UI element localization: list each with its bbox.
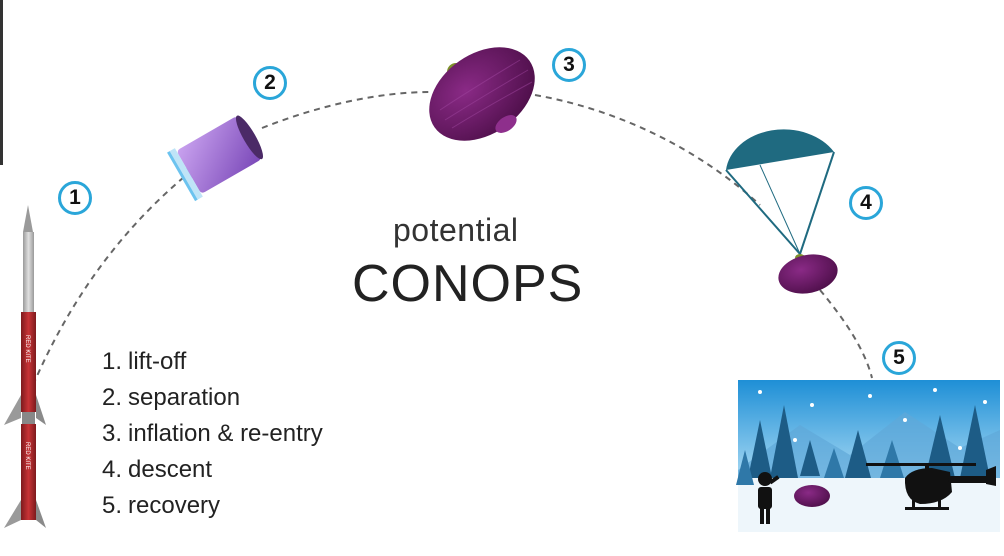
step-badge-1: 1 (58, 181, 92, 215)
trajectory-1-2 (32, 171, 191, 386)
title-line-1: potential (393, 212, 519, 248)
legend-item-3: 3.inflation & re-entry (102, 416, 323, 452)
legend-item-1: 1.lift-off (102, 344, 323, 380)
legend-item-2: 2.separation (102, 380, 323, 416)
separation-stage (167, 115, 264, 202)
inflated-capsule (429, 47, 535, 141)
legend-item-4: 4.descent (102, 452, 323, 488)
rocket: RED KITE RED KITE (4, 205, 46, 528)
trajectory-4-5 (819, 289, 873, 379)
steps-legend: 1.lift-off 2.separation 3.inflation & re… (102, 344, 323, 524)
legend-number: 1. (102, 348, 123, 375)
legend-text: inflation & re-entry (128, 420, 323, 447)
rocket-label-1: RED KITE (24, 335, 30, 363)
left-edge-bar (0, 0, 3, 165)
legend-number: 5. (102, 492, 123, 519)
step-badge-3: 3 (552, 48, 586, 82)
trajectory-2-3 (261, 91, 431, 129)
legend-text: lift-off (128, 348, 187, 375)
legend-text: separation (128, 384, 241, 411)
step-badge-4: 4 (849, 186, 883, 220)
legend-text: recovery (128, 492, 221, 519)
parachute-descent (725, 129, 838, 294)
legend-number: 3. (102, 420, 123, 447)
legend-number: 4. (102, 456, 123, 483)
step-badge-2: 2 (253, 66, 287, 100)
step-badge-5: 5 (882, 341, 916, 375)
legend-item-5: 5.recovery (102, 488, 323, 524)
legend-number: 2. (102, 384, 123, 411)
recovery-scene (736, 380, 1000, 532)
title-line-2: CONOPS (352, 255, 584, 313)
trajectory-3-4 (534, 94, 761, 206)
rocket-label-2: RED KITE (24, 442, 30, 470)
legend-text: descent (128, 456, 213, 483)
